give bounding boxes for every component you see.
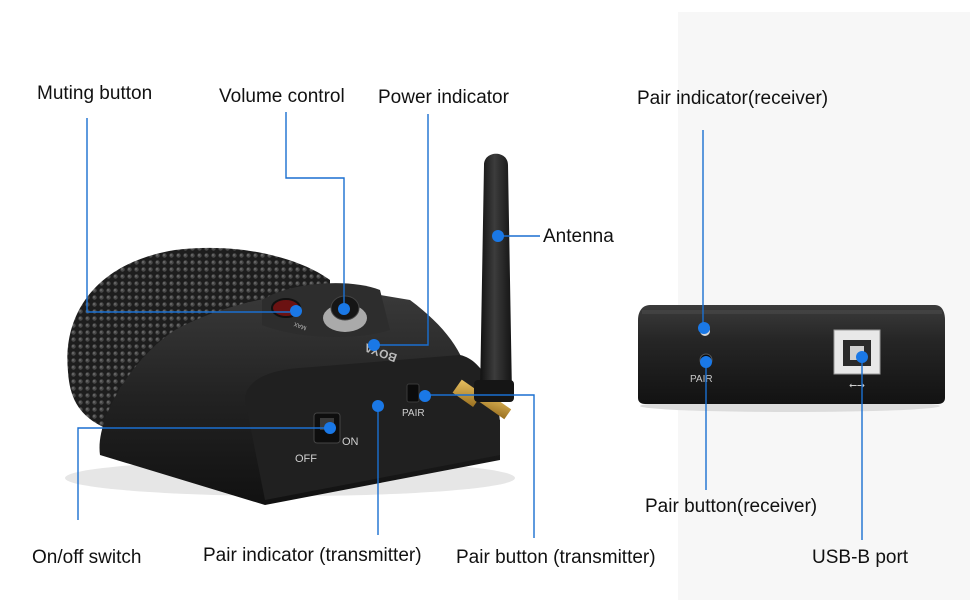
tx-pair-text: PAIR	[402, 408, 425, 419]
callout-lines	[77, 112, 863, 540]
transmitter-device: OFF ON PAIR BOYA MAX	[65, 153, 515, 505]
label-pair-indicator-transmitter: Pair indicator (transmitter)	[203, 545, 422, 566]
dot-antenna	[492, 230, 504, 242]
label-pair-button-receiver: Pair button(receiver)	[645, 496, 818, 517]
label-antenna: Antenna	[543, 226, 614, 247]
label-on-off-switch: On/off switch	[32, 547, 142, 568]
front-face	[245, 355, 500, 500]
max-text: MAX	[293, 320, 307, 330]
dot-muting-button	[290, 305, 302, 317]
switch-on-text: ON	[342, 436, 359, 448]
receiver-device: PAIR ⭠⭢	[638, 305, 945, 412]
line-volume-control	[285, 112, 345, 308]
label-usb-b-port: USB-B port	[812, 547, 909, 568]
dot-pair-button-receiver	[700, 356, 712, 368]
receiver-top-edge	[642, 310, 942, 314]
line-muting-button	[86, 118, 290, 313]
label-pair-button-transmitter: Pair button (transmitter)	[456, 547, 656, 568]
dot-volume-control	[338, 303, 350, 315]
dot-power-indicator	[368, 339, 380, 351]
label-pair-indicator-receiver: Pair indicator(receiver)	[637, 88, 829, 109]
antenna-shape	[480, 153, 512, 395]
line-power-indicator	[376, 114, 429, 346]
antenna-base	[474, 380, 514, 402]
dot-usb-b-port	[856, 351, 868, 363]
switch-off-text: OFF	[295, 453, 317, 465]
dot-pair-indicator-receiver	[698, 322, 710, 334]
label-power-indicator: Power indicator	[378, 87, 509, 108]
dot-pair-indicator-transmitter	[372, 400, 384, 412]
label-volume-control: Volume control	[219, 86, 345, 107]
callout-dots	[290, 230, 868, 434]
label-muting-button: Muting button	[37, 83, 153, 104]
rx-pair-text: PAIR	[690, 374, 713, 385]
line-on-off-switch	[77, 427, 330, 520]
line-pair-button-transmitter	[424, 394, 535, 538]
dot-pair-button-transmitter	[419, 390, 431, 402]
usb-symbol-icon: ⭠⭢	[849, 380, 865, 391]
receiver-body	[638, 305, 945, 404]
dot-on-off-switch	[324, 422, 336, 434]
tx-pair-button-shape	[406, 383, 420, 403]
